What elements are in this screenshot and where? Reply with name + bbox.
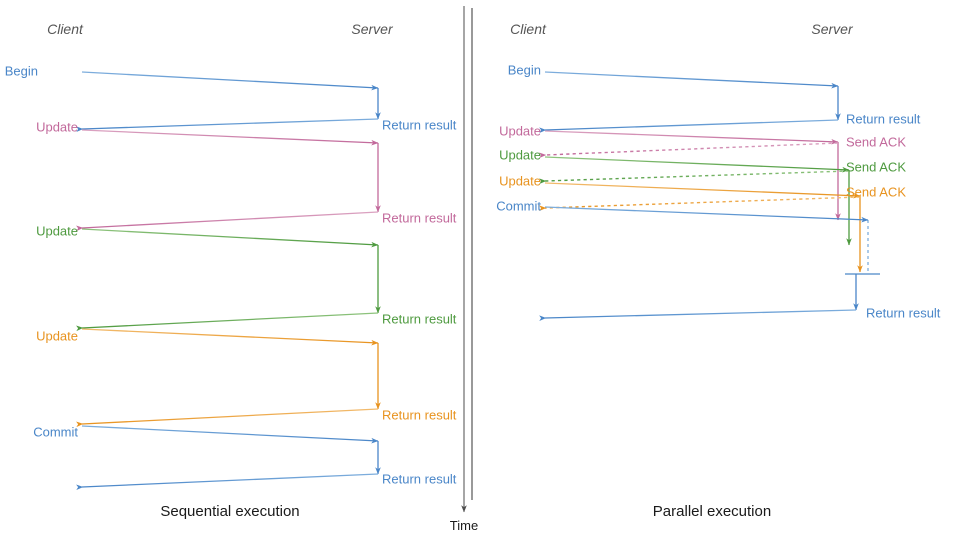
message-arrow-begin-return: [76, 118, 379, 132]
message-arrow-commit-return: [76, 473, 379, 491]
message-arrow-commit-request: [81, 425, 379, 444]
message-label-begin-request: Begin: [5, 63, 38, 78]
message-label-begin-return: Return result: [846, 111, 921, 126]
message-label-update3-ack: Send ACK: [846, 184, 906, 199]
message-arrow-update3-return: [76, 408, 379, 428]
message-label-update1-request: Update: [499, 123, 541, 138]
message-arrow-update1-request: [81, 129, 379, 146]
message-label-update1-ack: Send ACK: [846, 134, 906, 149]
message-label-commit-return: Return result: [382, 471, 457, 486]
message-label-begin-request: Begin: [508, 62, 541, 77]
message-arrow-update2-return: [76, 312, 379, 332]
message-label-update2-ack: Send ACK: [846, 159, 906, 174]
message-label-commit-request: Commit: [33, 424, 78, 439]
message-arrow-commit-request: [544, 206, 869, 223]
message-arrow-update2-ack: [539, 170, 850, 184]
panel-caption-parallel: Parallel execution: [653, 503, 771, 520]
lane-heading-client: Client: [47, 21, 84, 37]
message-arrow-begin-return: [539, 119, 839, 133]
message-arrow-begin-request: [81, 71, 379, 91]
message-arrow-update1-request: [544, 130, 839, 145]
message-arrow-update2-request: [81, 228, 379, 248]
message-label-commit-return: Return result: [866, 305, 941, 320]
message-arrow-update2-request: [544, 156, 850, 173]
lane-heading-client: Client: [510, 21, 547, 37]
message-label-begin-return: Return result: [382, 117, 457, 132]
lane-heading-server: Server: [811, 21, 854, 37]
message-arrow-begin-request: [544, 71, 839, 89]
message-label-update2-request: Update: [499, 147, 541, 162]
panel-caption-sequential: Sequential execution: [160, 503, 299, 520]
message-label-update3-return: Return result: [382, 407, 457, 422]
message-label-update1-request: Update: [36, 119, 78, 134]
lane-heading-server: Server: [351, 21, 394, 37]
message-label-update3-request: Update: [499, 173, 541, 188]
time-axis-label: Time: [450, 518, 478, 533]
message-label-update2-return: Return result: [382, 311, 457, 326]
message-arrow-update1-return: [76, 211, 379, 232]
message-label-update1-return: Return result: [382, 210, 457, 225]
message-arrow-commit-return: [539, 309, 857, 321]
message-label-update2-request: Update: [36, 223, 78, 238]
message-label-commit-request: Commit: [496, 198, 541, 213]
message-arrow-update1-ack: [539, 142, 839, 159]
message-arrow-update3-request: [81, 328, 379, 346]
message-arrow-update3-request: [544, 182, 861, 199]
message-label-update3-request: Update: [36, 328, 78, 343]
message-arrow-update3-ack: [539, 196, 861, 212]
